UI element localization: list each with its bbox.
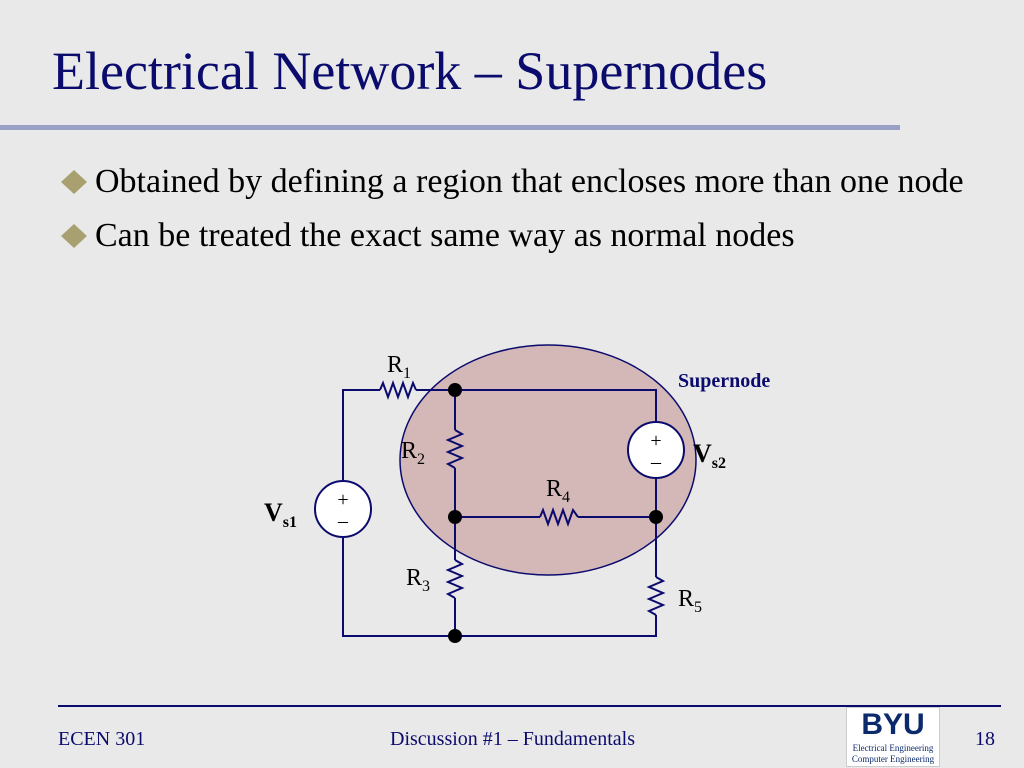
- slide-title: Electrical Network – Supernodes: [52, 41, 768, 101]
- r4-label: R4: [546, 476, 570, 506]
- r1-label: R1: [387, 352, 411, 382]
- bullet-text: Can be treated the exact same way as nor…: [95, 217, 795, 254]
- bullet-item: Can be treated the exact same way as nor…: [60, 214, 980, 258]
- r1-resistor: [379, 380, 417, 400]
- logo-wordmark: BYU: [861, 708, 925, 741]
- wire-vs1-top: [342, 389, 380, 482]
- vs1-label: Vs1: [264, 498, 297, 531]
- bullet-list: Obtained by defining a region that enclo…: [60, 160, 980, 268]
- r2-resistor: [445, 429, 465, 469]
- logo-line1: Electrical Engineering: [852, 743, 934, 753]
- vs2-label: Vs2: [693, 439, 726, 472]
- bullet-item: Obtained by defining a region that enclo…: [60, 160, 980, 204]
- diamond-bullet-icon: [61, 170, 87, 194]
- r5-label: R5: [678, 586, 702, 616]
- logo-line2: Computer Engineering: [851, 754, 935, 764]
- wire-top: [455, 389, 657, 423]
- r2-label: R2: [401, 438, 425, 468]
- node-top: [448, 383, 462, 397]
- vs1-source: [314, 480, 372, 538]
- node-middle-right: [649, 510, 663, 524]
- vs2-plus: +: [650, 430, 661, 452]
- page-number: 18: [975, 728, 995, 750]
- r4-resistor: [539, 507, 579, 527]
- node-middle-left: [448, 510, 462, 524]
- node-bottom: [448, 629, 462, 643]
- r3-resistor: [445, 559, 465, 599]
- circuit-diagram: + – + – R1 R2 R4 R3 R5 Vs1 Vs2 Supernode: [264, 344, 770, 643]
- vs1-plus: +: [337, 489, 348, 511]
- bullet-text: Obtained by defining a region that enclo…: [95, 163, 964, 200]
- vs2-minus: –: [650, 451, 662, 473]
- supernode-label: Supernode: [678, 370, 770, 392]
- wire-bottom: [342, 536, 657, 637]
- r3-label: R3: [406, 565, 430, 595]
- vs1-minus: –: [337, 510, 349, 532]
- r5-resistor: [646, 576, 666, 616]
- byu-logo: BYU Electrical Engineering Computer Engi…: [846, 707, 940, 767]
- footer-divider: [58, 705, 1001, 707]
- footer-course: ECEN 301: [58, 728, 146, 750]
- title-divider: [0, 125, 900, 130]
- diamond-bullet-icon: [61, 224, 87, 248]
- vs2-source: [627, 421, 685, 479]
- footer-topic: Discussion #1 – Fundamentals: [390, 728, 635, 750]
